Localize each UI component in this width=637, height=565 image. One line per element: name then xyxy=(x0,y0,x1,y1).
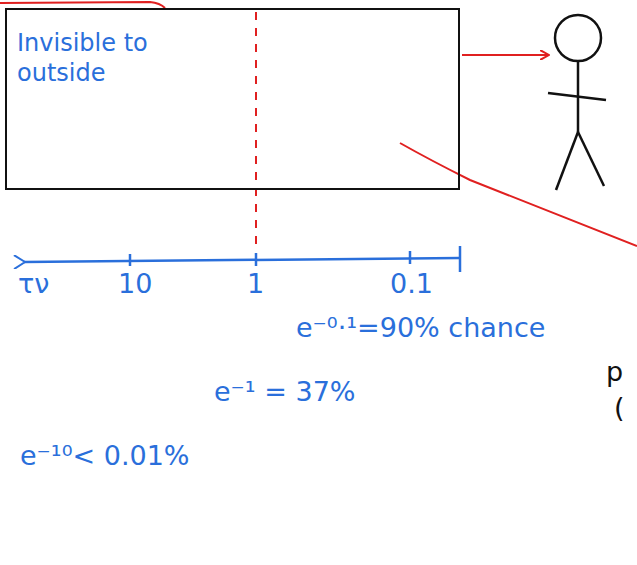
note: ( xyxy=(614,392,625,424)
axis-label: 0.1 xyxy=(390,268,433,300)
axis-label: 1 xyxy=(247,268,264,300)
axis-label: 10 xyxy=(118,268,152,300)
note: e⁻⁰·¹=90% chance xyxy=(296,312,545,344)
box-label: Invisible to outside xyxy=(17,28,167,88)
note: e⁻¹ = 37% xyxy=(214,376,356,408)
dashed-boundary xyxy=(255,12,257,252)
note: p xyxy=(606,356,623,388)
ray-arrow xyxy=(462,54,548,56)
axis-label: τν xyxy=(18,268,49,300)
stick-figure xyxy=(548,15,606,190)
note: e⁻¹⁰< 0.01% xyxy=(20,440,190,472)
red-line xyxy=(400,143,637,246)
medium-box: Invisible to outside xyxy=(5,8,460,190)
